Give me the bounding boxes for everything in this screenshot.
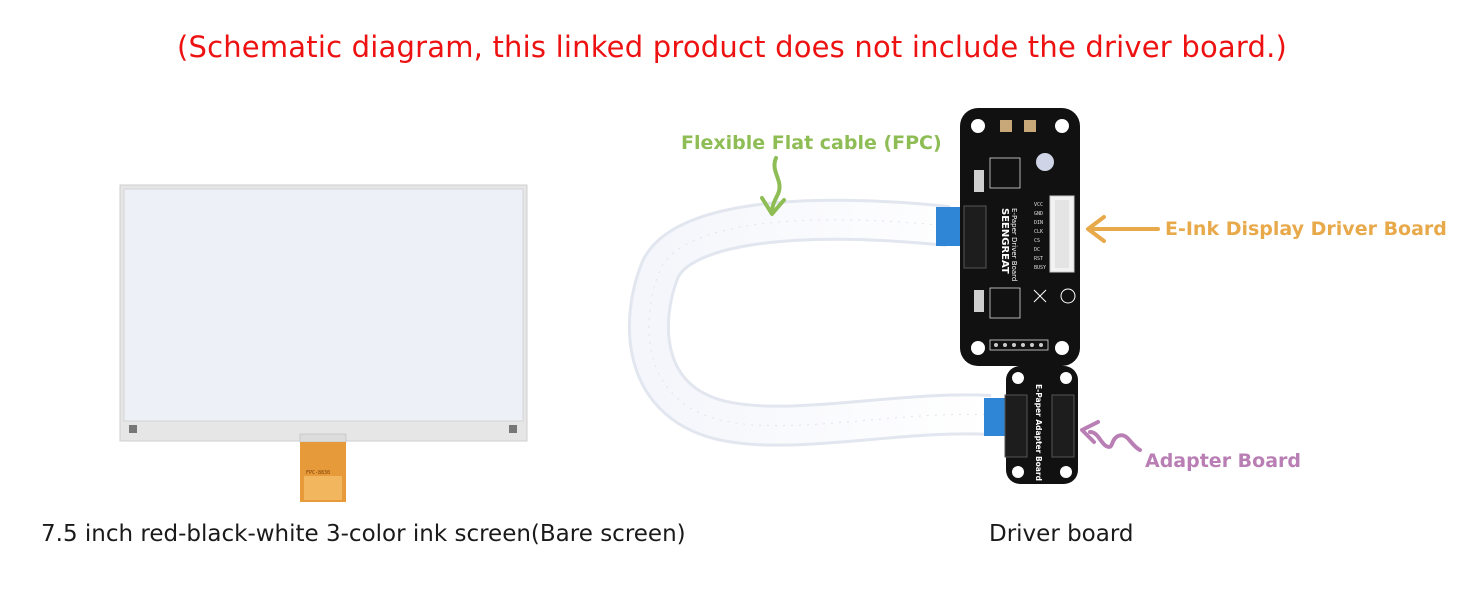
driver-board-caption: Driver board [989,521,1134,547]
fpc-tape-bottom [984,398,1006,436]
eink-active-area [123,188,524,422]
adapter-board: E-Paper Adapter Board [1004,366,1078,484]
button-k1 [1000,120,1012,132]
adapter-board-name: E-Paper Adapter Board [1034,384,1043,481]
driver-board-callout-label: E-Ink Display Driver Board [1165,218,1447,240]
fpc-cable [627,198,1006,447]
switch-bottom [974,290,984,312]
button-k2 [1024,120,1036,132]
pin-cs: CS [1034,238,1040,244]
pin-busy: BUSY [1034,265,1046,271]
pin-dc: DC [1034,247,1040,253]
pin-clk: CLK [1034,229,1043,235]
driver-board: SEENGREAT E-Paper Driver Board VCC GND D… [960,108,1080,366]
adapter-board-arrow [1080,420,1142,452]
screen-mark-right [509,425,517,433]
adapter-connector-right [1051,394,1075,458]
adapter-board-callout-label: Adapter Board [1145,450,1302,472]
pin-gnd: GND [1034,211,1043,217]
pin-rst: RST [1034,256,1043,262]
screen-caption: 7.5 inch red-black-white 3-color ink scr… [41,521,686,547]
bottom-header-pins [989,339,1049,351]
screen-fpc-contacts [304,476,342,500]
fpc-tape-top [936,207,960,246]
driver-board-arrow [1086,215,1160,243]
fpc-marking: FPC-8830 [306,470,330,476]
pin-labels: VCC GND DIN CLK CS DC RST BUSY [1034,202,1046,271]
switch-top [974,170,984,192]
fpc-callout-label: Flexible Flat cable (FPC) [681,132,942,154]
driver-board-name: E-Paper Driver Board [1010,208,1018,281]
fpc-connector-driver [963,205,987,269]
pin-vcc: VCC [1034,202,1043,208]
screen-mark-left [129,425,137,433]
eink-screen: FPC-8830 [119,184,528,502]
screen-bond-strip [299,433,347,443]
adapter-connector-left [1004,394,1028,458]
page-title: (Schematic diagram, this linked product … [176,30,1288,64]
fpc-arrow [760,156,786,216]
driver-brand: SEENGREAT [999,208,1010,274]
led-indicator [1036,153,1054,171]
pin-din: DIN [1034,220,1043,226]
